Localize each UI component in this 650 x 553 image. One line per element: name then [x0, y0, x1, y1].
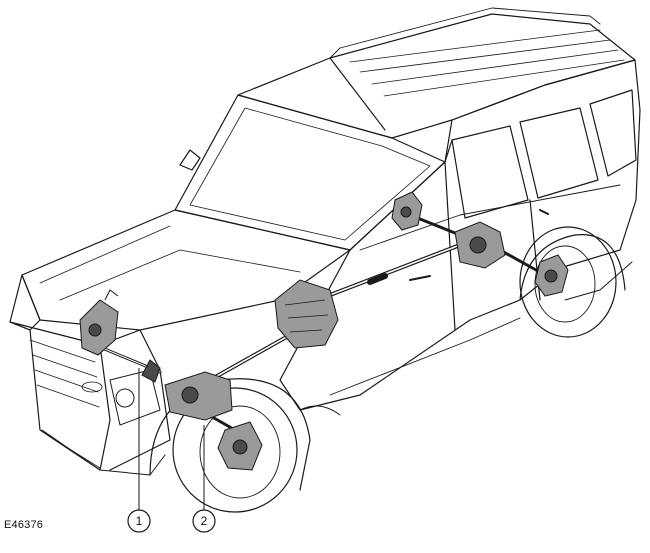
rear-differential	[454, 221, 506, 269]
callout-2: 2	[192, 509, 216, 533]
front-propshaft	[208, 333, 292, 382]
front-left-hub	[79, 289, 119, 356]
rear-right-hub	[534, 254, 569, 297]
body-side	[279, 59, 641, 411]
rear-wheel	[519, 226, 626, 338]
front-right-hub	[217, 421, 263, 471]
rear-left-hub	[391, 191, 423, 231]
figure-reference-code: E46376	[4, 519, 44, 531]
roof	[237, 7, 636, 139]
front-fascia	[9, 274, 171, 476]
callout-1: 1	[127, 509, 151, 533]
rear-propshaft	[328, 243, 462, 297]
side-windows	[444, 89, 637, 219]
transfer-box	[274, 279, 339, 349]
front-differential	[141, 359, 233, 421]
callout-2-label: 2	[201, 514, 208, 528]
callout-1-label: 1	[136, 514, 143, 528]
